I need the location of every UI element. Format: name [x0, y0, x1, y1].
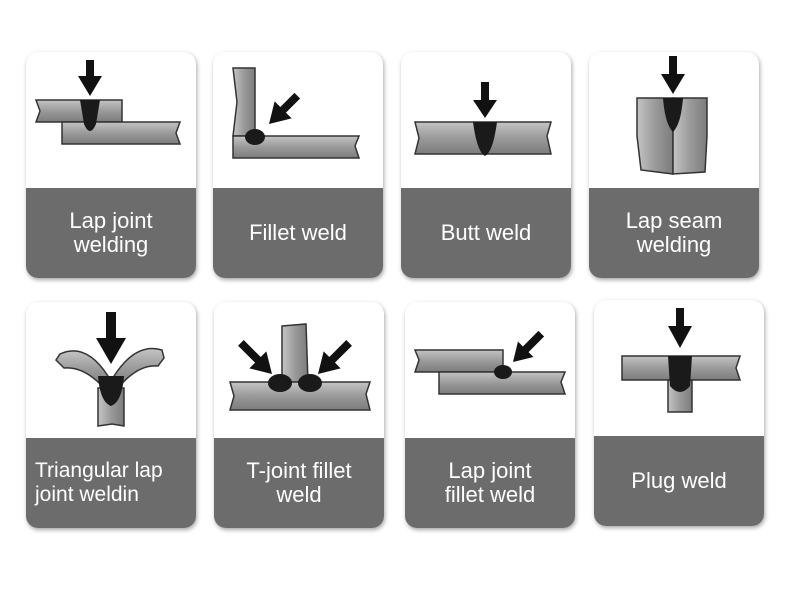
caption: Lap joint fillet weld [405, 438, 575, 528]
card-lap-seam-welding: Lap seam welding [589, 52, 759, 278]
card-label: Triangular lap joint weldin [35, 459, 163, 506]
lap-joint-welding-illustration [26, 52, 196, 186]
caption: Triangular lap joint weldin [26, 438, 196, 528]
plug-weld-illustration [594, 300, 764, 434]
card-triangular-lap-joint: Triangular lap joint weldin [26, 302, 196, 528]
caption: Fillet weld [213, 188, 383, 278]
caption: Lap seam welding [589, 188, 759, 278]
card-label: Lap joint welding [69, 208, 153, 257]
lap-joint-fillet-weld-illustration [405, 302, 575, 436]
triangular-lap-joint-illustration [26, 302, 196, 436]
card-label: T-joint fillet weld [246, 458, 352, 507]
card-fillet-weld: Fillet weld [213, 52, 383, 278]
t-joint-fillet-weld-illustration [214, 302, 384, 436]
lap-seam-welding-illustration [589, 52, 759, 186]
caption: Butt weld [401, 188, 571, 278]
fillet-weld-illustration [213, 52, 383, 186]
diagonal-arrow-icon [238, 340, 272, 374]
down-arrow-icon [473, 82, 497, 118]
card-label: Butt weld [440, 220, 532, 245]
card-label: Fillet weld [249, 220, 347, 245]
diagonal-arrow-icon [513, 330, 545, 362]
down-arrow-icon [661, 56, 685, 94]
card-lap-joint-welding: Lap joint welding [26, 52, 196, 278]
caption: Lap joint welding [26, 188, 196, 278]
diagonal-arrow-icon [269, 92, 301, 124]
card-label: Lap seam welding [625, 208, 723, 257]
card-butt-weld: Butt weld [401, 52, 571, 278]
caption: Plug weld [594, 436, 764, 526]
butt-weld-illustration [401, 52, 571, 186]
card-lap-joint-fillet-weld: Lap joint fillet weld [405, 302, 575, 528]
caption: T-joint fillet weld [214, 438, 384, 528]
card-label: Plug weld [631, 468, 727, 493]
diagonal-arrow-icon [318, 340, 352, 374]
down-arrow-icon [96, 312, 126, 364]
card-t-joint-fillet-weld: T-joint fillet weld [214, 302, 384, 528]
down-arrow-icon [78, 60, 102, 96]
card-label: Lap joint fillet weld [444, 458, 536, 507]
down-arrow-icon [668, 308, 692, 348]
card-plug-weld: Plug weld [594, 300, 764, 526]
